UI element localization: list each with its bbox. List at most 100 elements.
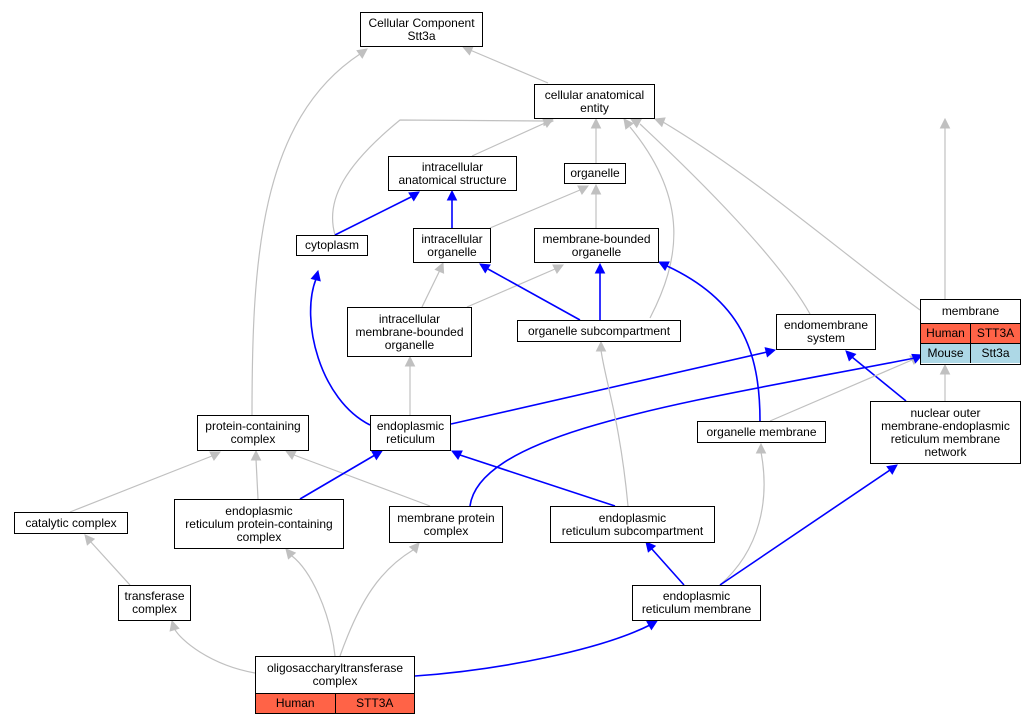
edge-arrowhead (939, 363, 951, 375)
node-membrane-bounded-organelle[interactable]: membrane-bounded organelle (534, 228, 659, 263)
edge-arrowhead (755, 442, 767, 454)
is-a-edge (255, 458, 259, 500)
is-a-edge (662, 121, 921, 311)
node-er-protein-containing-complex[interactable]: endoplasmic reticulum protein-containing… (174, 499, 344, 549)
part-of-edge (487, 268, 581, 321)
is-a-edge (600, 349, 629, 507)
is-a-edge (293, 454, 431, 507)
edge-arrowhead (886, 464, 898, 475)
node-endoplasmic-reticulum[interactable]: endoplasmic reticulum (370, 415, 451, 451)
is-a-edge (331, 119, 546, 236)
node-organelle[interactable]: organelle (564, 163, 626, 184)
is-a-edge (173, 627, 256, 674)
node-organelle-subcompartment[interactable]: organelle subcompartment (517, 320, 681, 342)
part-of-edge (334, 196, 412, 236)
edge-arrowhead (590, 183, 602, 195)
node-oligosaccharyltransferase-complex[interactable]: oligosaccharyltransferase complex Human … (255, 656, 415, 714)
gene-cell: STT3A (970, 324, 1020, 343)
edge-arrowhead (84, 534, 96, 546)
edge-arrowhead (658, 261, 670, 271)
node-transferase-complex[interactable]: transferase complex (118, 585, 191, 621)
edge-arrowhead (250, 449, 262, 461)
species-cell: Mouse (927, 346, 964, 360)
node-membrane-protein-complex[interactable]: membrane protein complex (389, 506, 503, 543)
part-of-edge (459, 454, 616, 507)
ost-annotation-human: Human STT3A (256, 693, 414, 713)
node-organelle-membrane[interactable]: organelle membrane (697, 421, 826, 443)
gene-cell: STT3A (334, 694, 415, 713)
edge-arrowhead (595, 340, 607, 352)
edge-arrowhead (479, 263, 491, 274)
is-a-edge (719, 451, 765, 586)
part-of-edge (719, 469, 891, 586)
node-catalytic-complex[interactable]: catalytic complex (14, 512, 128, 534)
is-a-edge (769, 359, 913, 422)
edge-arrowhead (310, 269, 321, 282)
species-cell: Human (275, 696, 315, 710)
edge-arrowhead (285, 548, 297, 560)
is-a-edge (421, 269, 441, 308)
node-cellular-component[interactable]: Cellular Component Stt3a (360, 12, 483, 47)
is-a-edge (469, 49, 549, 84)
edge-arrowhead (408, 542, 420, 554)
edge-arrowhead (594, 262, 606, 274)
edge-arrowhead (623, 118, 634, 130)
is-a-edge (251, 53, 361, 416)
edge-arrowhead (450, 450, 463, 460)
edge-arrowhead (630, 118, 642, 129)
part-of-edge (469, 357, 916, 507)
edge-arrowhead (446, 189, 458, 201)
node-cytoplasm[interactable]: cytoplasm (296, 235, 368, 256)
node-er-membrane[interactable]: endoplasmic reticulum membrane (632, 585, 761, 621)
part-of-edge (414, 624, 651, 677)
node-membrane[interactable]: membrane Human STT3A Mouse Stt3a (920, 299, 1021, 365)
edge-arrowhead (356, 48, 368, 59)
node-intracellular-anatomical-structure[interactable]: intracellular anatomical structure (388, 156, 517, 191)
node-er-subcompartment[interactable]: endoplasmic reticulum subcompartment (550, 506, 715, 543)
node-nuclear-outer-membrane[interactable]: nuclear outer membrane-endoplasmic retic… (870, 401, 1021, 464)
is-a-edge (89, 540, 131, 586)
is-a-edge (339, 549, 414, 657)
node-intracellular-organelle[interactable]: intracellular organelle (413, 228, 491, 263)
edge-arrowhead (169, 619, 180, 632)
edge-arrowhead (284, 450, 297, 460)
node-membrane-label: membrane (941, 304, 1000, 318)
is-a-edge (291, 555, 336, 657)
edge-arrowhead (764, 347, 777, 358)
membrane-annotation-human: Human STT3A (921, 323, 1020, 343)
edge-arrowhead (646, 620, 658, 631)
is-a-edge (629, 126, 675, 319)
edge-arrowhead (434, 261, 445, 274)
node-ost-label: oligosaccharyltransferase complex (266, 661, 404, 688)
edge-arrowhead (209, 451, 222, 461)
species-cell: Human (926, 326, 965, 340)
part-of-edge (309, 278, 371, 426)
gene-cell: Stt3a (970, 344, 1020, 363)
is-a-edge (489, 189, 581, 229)
edge-arrowhead (461, 45, 474, 56)
edge-arrowhead (939, 117, 951, 129)
node-cellular-anatomical-entity[interactable]: cellular anatomical entity (534, 84, 655, 119)
is-a-edge (466, 268, 556, 308)
edge-arrowhead (371, 450, 383, 461)
edge-arrowhead (408, 191, 420, 202)
is-a-edge (639, 123, 811, 315)
node-protein-containing-complex[interactable]: protein-containing complex (197, 415, 309, 451)
edge-arrowhead (653, 117, 666, 128)
node-endomembrane-system[interactable]: endomembrane system (776, 314, 876, 350)
edge-arrowhead (645, 541, 657, 553)
is-a-edge (69, 455, 213, 513)
membrane-annotation-mouse: Mouse Stt3a (921, 343, 1020, 363)
edge-arrowhead (404, 355, 416, 367)
is-a-edge (471, 122, 546, 157)
edge-arrowhead (590, 117, 602, 129)
node-intracellular-membrane-bounded-organelle[interactable]: intracellular membrane-bounded organelle (347, 307, 472, 357)
edge-arrowhead (552, 264, 564, 274)
edge-arrowhead (542, 118, 554, 128)
edge-arrowhead (911, 353, 924, 364)
part-of-edge (650, 547, 685, 586)
part-of-edge (851, 356, 907, 402)
edge-arrowhead (845, 350, 857, 362)
